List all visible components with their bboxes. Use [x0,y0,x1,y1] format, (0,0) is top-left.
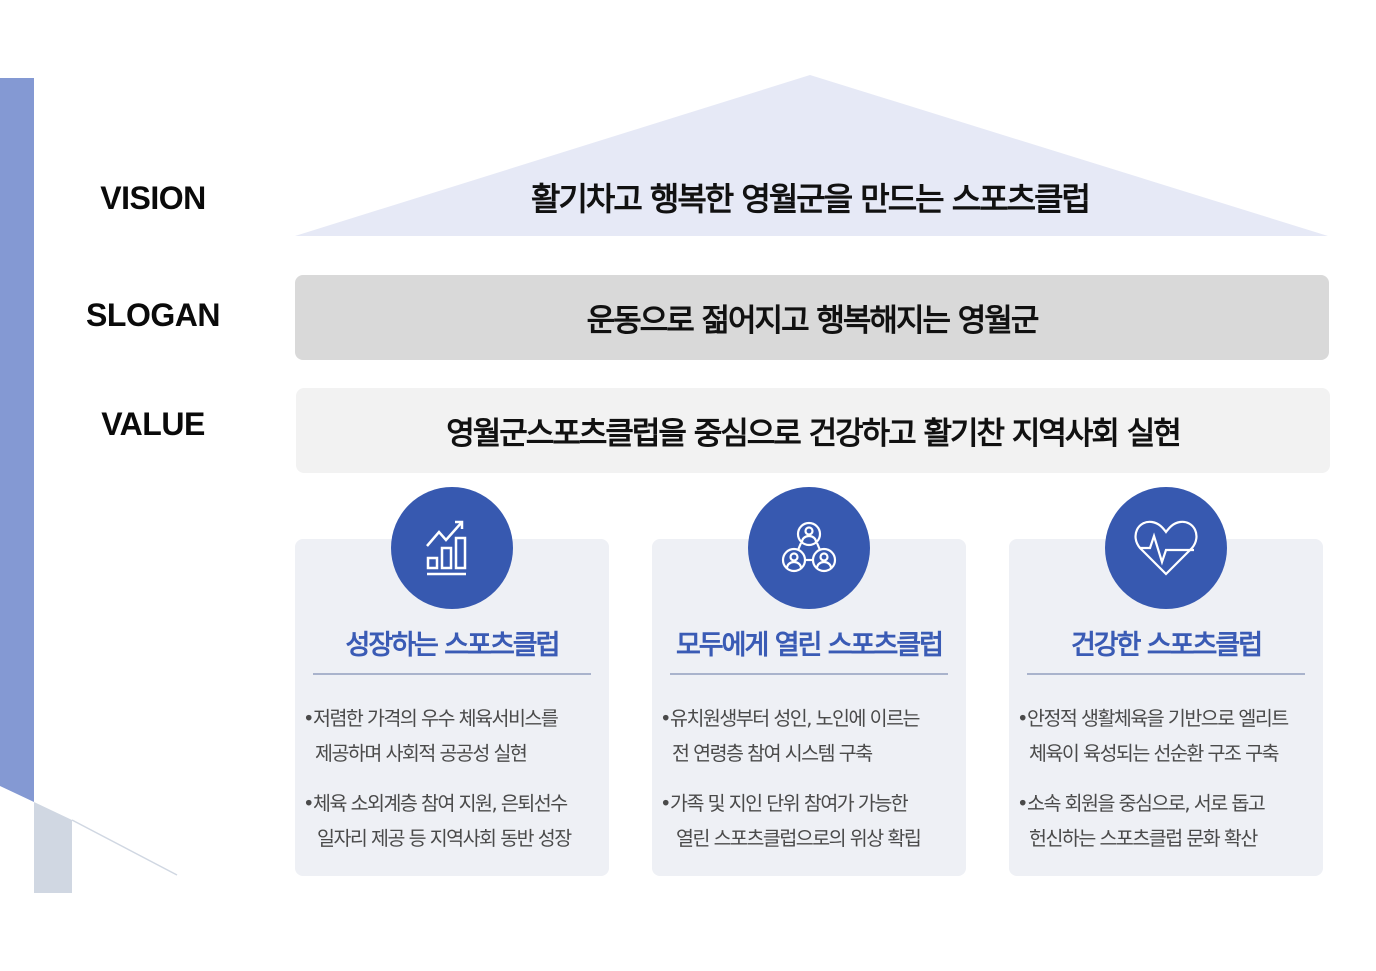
card-divider [670,673,948,675]
card-title: 건강한 스포츠클럽 [1070,630,1263,661]
people-network-icon [748,487,870,609]
slogan-text: 운동으로 젊어지고 행복해지는 영월군 [586,303,1040,339]
side-gray-bar [34,802,72,893]
vision-text: 활기차고 행복한 영월군을 만드는 스포츠클럽 [531,180,1091,218]
card-divider [1027,673,1305,675]
growth-chart-icon [391,487,513,609]
vision-roof [295,75,1328,236]
side-diagonal-line [71,819,178,876]
value-label: VALUE [101,406,205,442]
card-title: 성장하는 스포츠클럽 [345,630,561,661]
side-decoration [0,78,178,893]
slogan-label: SLOGAN [86,297,220,333]
value-text: 영월군스포츠클럽을 중심으로 건강하고 활기찬 지역사회 실현 [446,416,1181,452]
vision-label: VISION [100,180,206,216]
value-band: 영월군스포츠클럽을 중심으로 건강하고 활기찬 지역사회 실현 [296,388,1330,473]
side-blue-bar [0,78,34,802]
card-title: 모두에게 열린 스포츠클럽 [675,630,944,661]
heart-pulse-icon [1105,487,1227,609]
card-divider [313,673,591,675]
slogan-band: 운동으로 젊어지고 행복해지는 영월군 [295,275,1329,360]
